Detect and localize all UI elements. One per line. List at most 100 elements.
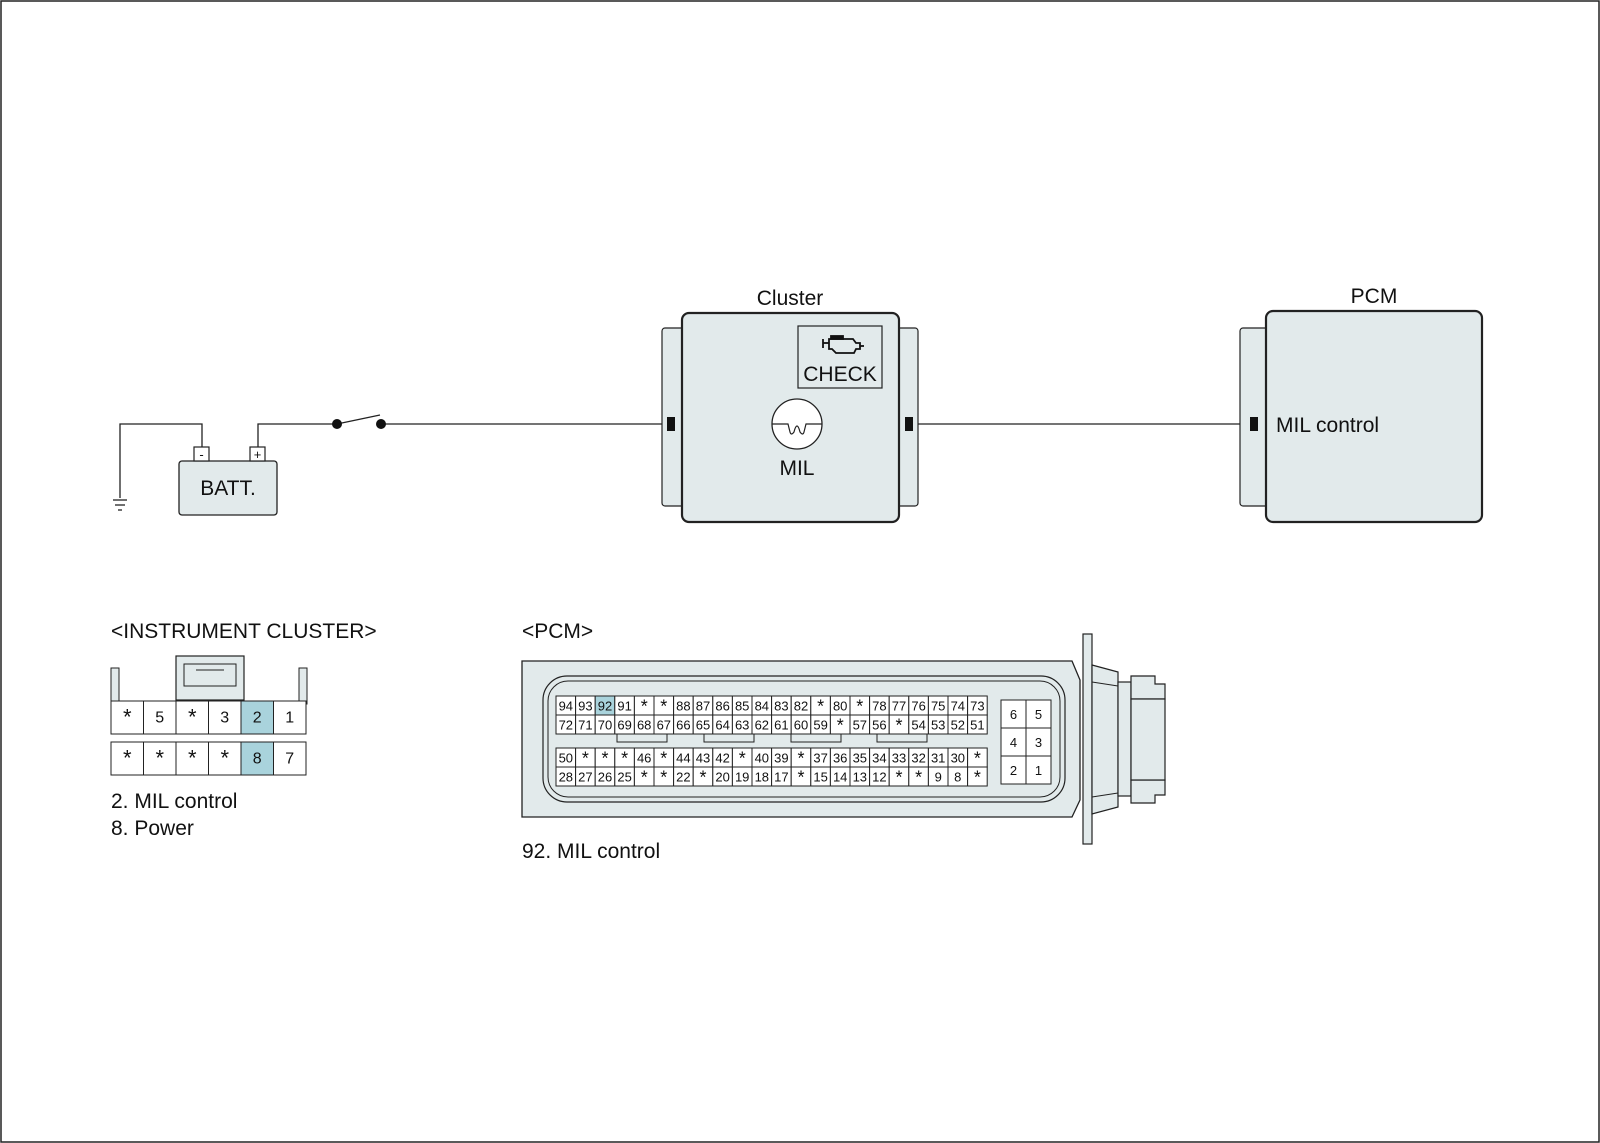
pcm-pin-59: 59 [813, 718, 827, 733]
pcm-connector-collar [1091, 664, 1119, 815]
pcm-pin-42: 42 [715, 751, 729, 766]
pcm-pin-84: 84 [755, 699, 769, 714]
pcm-pin-66: 66 [676, 718, 690, 733]
ic-pin-7-cell [273, 741, 307, 776]
pcm-pin-blank: * [660, 697, 667, 717]
pcm-pin-75: 75 [931, 699, 945, 714]
pcm-pin-blank: * [621, 749, 628, 769]
pcm: PCM MIL control [1239, 285, 1484, 524]
pcm-pin-blank: * [974, 749, 981, 769]
ignition-switch-blade [336, 414, 381, 425]
battery-neg-label: - [199, 447, 203, 462]
pcm-pin-28: 28 [559, 770, 573, 785]
pcm-pin-27: 27 [578, 770, 592, 785]
pcm-pin-34: 34 [872, 751, 886, 766]
ic-pin-1-cell [273, 700, 307, 735]
battery-label: BATT. [200, 477, 256, 500]
pcm-pin-blank: * [895, 716, 902, 736]
pcm-pin-20: 20 [715, 770, 729, 785]
ic-pin-blank-cell [110, 700, 144, 735]
pcm-pin-blank: * [915, 768, 922, 788]
pcm-side-pin-3: 3 [1035, 735, 1042, 750]
pcm-pin-71: 71 [578, 718, 592, 733]
pcm-pin-blank: * [837, 716, 844, 736]
pcm-pin-56: 56 [872, 718, 886, 733]
pcm-pin-blank: * [739, 749, 746, 769]
pcm-connector-flange [1082, 633, 1093, 845]
battery-negative-terminal [193, 446, 210, 462]
pcm-pin-22: 22 [676, 770, 690, 785]
pcm-pin-94: 94 [559, 699, 573, 714]
pcm-pin-73: 73 [970, 699, 984, 714]
pcm-pin-32: 32 [911, 751, 925, 766]
pcm-pin-57: 57 [853, 718, 867, 733]
pcm-pin-39: 39 [774, 751, 788, 766]
ic-pin-3: 3 [220, 710, 229, 727]
pcm-pin-77: 77 [892, 699, 906, 714]
pcm-connector-lever [1117, 681, 1132, 797]
pcm-pin-67: 67 [657, 718, 671, 733]
pcm-pin-54: 54 [911, 718, 925, 733]
pcm-pin-17: 17 [774, 770, 788, 785]
ic-pin-blank: * [188, 705, 197, 730]
pcm-pin-60: 60 [794, 718, 808, 733]
pcm-pin-14: 14 [833, 770, 847, 785]
pcm-side-pin-2: 2 [1010, 763, 1017, 778]
battery-positive-terminal [249, 446, 266, 462]
ic-pin-blank: * [188, 746, 197, 771]
ic-pin-2: 2 [253, 710, 262, 727]
pcm-pin-blank: * [856, 697, 863, 717]
battery-wire [257, 423, 337, 454]
pcm-pin-blank: * [660, 768, 667, 788]
pcm-pin-18: 18 [755, 770, 769, 785]
connector-guide-right [298, 667, 308, 705]
pcm-pin-72: 72 [559, 718, 573, 733]
ground-wire [119, 423, 203, 498]
pcm-pin-70: 70 [598, 718, 612, 733]
pcm-side-pin-1-cell [1025, 755, 1052, 785]
pcm-pin-93: 93 [578, 699, 592, 714]
cluster-label: Cluster [757, 287, 824, 310]
pcm-pin-52: 52 [951, 718, 965, 733]
pcm-connector-lock-body [1130, 698, 1166, 781]
pcm-pin-80: 80 [833, 699, 847, 714]
connector-guide-left [110, 667, 120, 705]
pcm-pin-82: 82 [794, 699, 808, 714]
ic-pin-7: 7 [285, 751, 294, 768]
ic-pin-8: 8 [253, 751, 262, 768]
pcm-pin-63: 63 [735, 718, 749, 733]
pcm-pin-87: 87 [696, 699, 710, 714]
pcm-pin-36: 36 [833, 751, 847, 766]
pcm-connector-title: <PCM> [522, 620, 593, 643]
cluster: Cluster CHECK MIL [661, 287, 919, 524]
pcm-pin-35: 35 [853, 751, 867, 766]
pcm-pin-76: 76 [911, 699, 925, 714]
pcm-pin-15: 15 [813, 770, 827, 785]
pcm-pin-blank: * [699, 768, 706, 788]
pcm-pin-74: 74 [951, 699, 965, 714]
pcm-pin-62: 62 [755, 718, 769, 733]
pcm-pin-37: 37 [813, 751, 827, 766]
mil-label: MIL [779, 457, 814, 480]
battery-body [178, 460, 278, 516]
pcm-pin-19: 19 [735, 770, 749, 785]
pcm-side-pin-1: 1 [1035, 763, 1042, 778]
pcm-pin-26: 26 [598, 770, 612, 785]
pcm-pin-30: 30 [951, 751, 965, 766]
ic-pin-blank-cell [208, 741, 242, 776]
pcm-pin-label: MIL control [1276, 414, 1379, 437]
pcm-pin-83: 83 [774, 699, 788, 714]
pcm-pin-blank-cell [967, 766, 988, 787]
pcm-pin-85: 85 [735, 699, 749, 714]
pcm-pin-88: 88 [676, 699, 690, 714]
pcm-pin-blank: * [797, 768, 804, 788]
switch-contact-icon [332, 419, 342, 429]
pcm-pin-12: 12 [872, 770, 886, 785]
pcm-pin-91: 91 [617, 699, 631, 714]
pcm-pin-61: 61 [774, 718, 788, 733]
pcm-pin-92: 92 [598, 699, 612, 714]
pcm-pin-64: 64 [715, 718, 729, 733]
